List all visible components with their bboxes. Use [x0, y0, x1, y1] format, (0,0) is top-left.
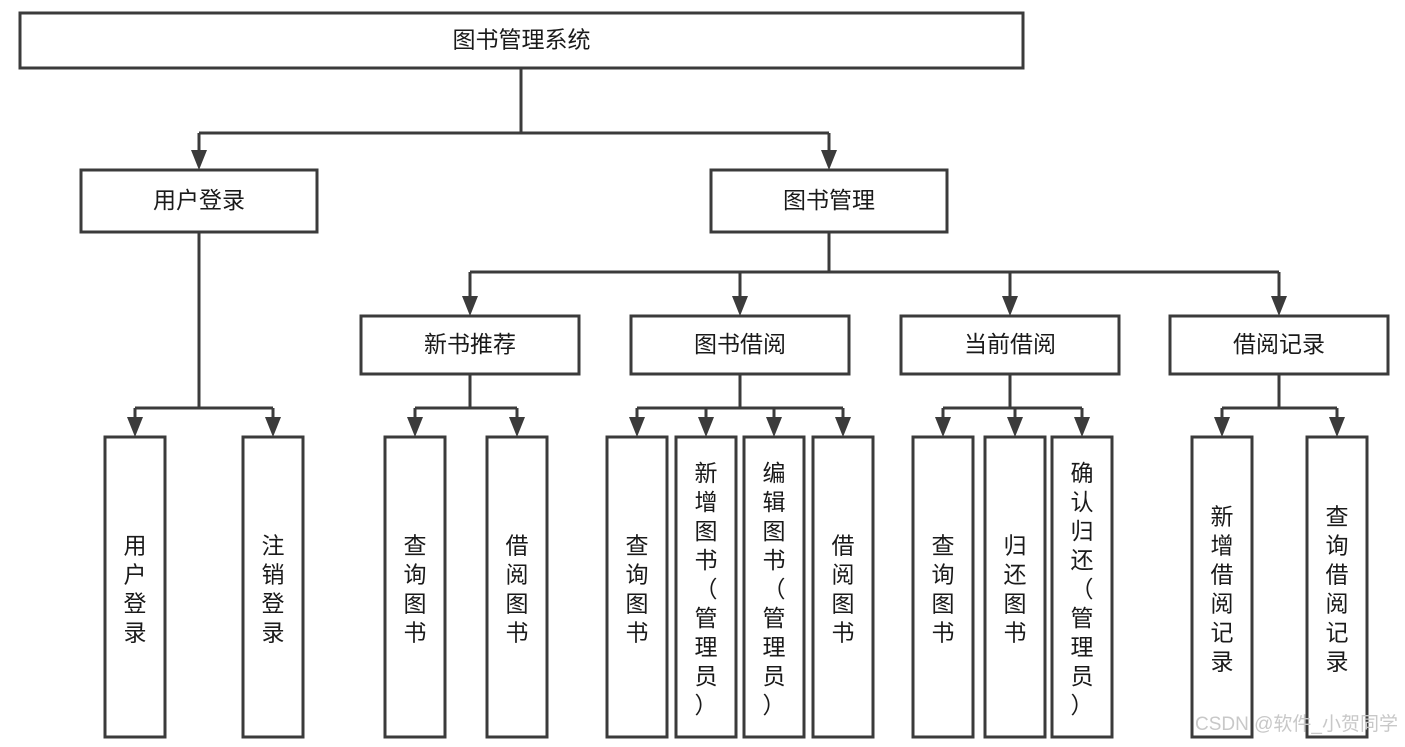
- leaf-node-leaf-confirm-return-admin[interactable]: 确认归还（管理员）: [1050, 435, 1114, 739]
- leaf-node-leaf-borrow-book-recommend[interactable]: 借阅图书: [485, 435, 549, 739]
- node-label: 归还图书: [1004, 533, 1027, 646]
- node-box[interactable]: [911, 435, 975, 739]
- node-box[interactable]: [1050, 435, 1114, 739]
- connector-conn-book-management: [462, 232, 1287, 316]
- node-label: 新书推荐: [424, 331, 516, 357]
- node-label: 查询借阅记录: [1326, 504, 1349, 675]
- arrow-head-icon: [265, 417, 281, 437]
- node-label: 注销登录: [262, 533, 285, 646]
- node-label: 新增图书（管理员）: [695, 460, 718, 718]
- level3-node-book-borrow[interactable]: 图书借阅: [629, 314, 851, 376]
- node-box[interactable]: [1190, 435, 1254, 739]
- leaf-node-leaf-add-borrow-record[interactable]: 新增借阅记录: [1190, 435, 1254, 739]
- nodes-layer: 图书管理系统用户登录图书管理新书推荐图书借阅当前借阅借阅记录用户登录注销登录查询…: [18, 11, 1390, 739]
- node-box[interactable]: [811, 435, 875, 739]
- leaf-node-leaf-query-book-borrow[interactable]: 查询图书: [605, 435, 669, 739]
- node-box[interactable]: [709, 168, 949, 234]
- node-label: 确认归还（管理员）: [1071, 460, 1094, 718]
- root-node-root[interactable]: 图书管理系统: [18, 11, 1025, 70]
- connector-conn-root: [191, 68, 837, 170]
- node-label: 查询图书: [626, 533, 649, 646]
- node-label: 用户登录: [124, 533, 147, 646]
- node-box[interactable]: [79, 168, 319, 234]
- leaf-node-leaf-query-book-recommend[interactable]: 查询图书: [383, 435, 447, 739]
- node-box[interactable]: [629, 314, 851, 376]
- arrow-head-icon: [1074, 417, 1090, 437]
- leaf-node-leaf-user-logout[interactable]: 注销登录: [241, 435, 305, 739]
- node-box[interactable]: [983, 435, 1047, 739]
- arrow-head-icon: [835, 417, 851, 437]
- node-label: 编辑图书（管理员）: [763, 460, 786, 718]
- leaf-node-leaf-query-book-current[interactable]: 查询图书: [911, 435, 975, 739]
- connectors-layer: [127, 68, 1345, 437]
- level2-node-user-login[interactable]: 用户登录: [79, 168, 319, 234]
- arrow-head-icon: [935, 417, 951, 437]
- node-box[interactable]: [383, 435, 447, 739]
- csdn-watermark: CSDN @软件_小贺同学: [1195, 713, 1398, 735]
- arrow-head-icon: [629, 417, 645, 437]
- connector-conn-new-book-recommend: [407, 374, 525, 437]
- node-label: 新增借阅记录: [1211, 504, 1234, 675]
- arrow-head-icon: [407, 417, 423, 437]
- arrow-head-icon: [698, 417, 714, 437]
- node-label: 借阅图书: [506, 533, 529, 646]
- node-label: 查询图书: [404, 533, 427, 646]
- node-label: 图书借阅: [694, 331, 786, 357]
- arrow-head-icon: [127, 417, 143, 437]
- arrow-head-icon: [1002, 296, 1018, 316]
- level3-node-borrow-record[interactable]: 借阅记录: [1168, 314, 1390, 376]
- leaf-node-leaf-borrow-book[interactable]: 借阅图书: [811, 435, 875, 739]
- node-box[interactable]: [103, 435, 167, 739]
- node-box[interactable]: [1168, 314, 1390, 376]
- arrow-head-icon: [1271, 296, 1287, 316]
- node-box[interactable]: [674, 435, 738, 739]
- node-box[interactable]: [742, 435, 806, 739]
- connector-conn-book-borrow: [629, 374, 851, 437]
- node-box[interactable]: [241, 435, 305, 739]
- leaf-node-leaf-add-book-admin[interactable]: 新增图书（管理员）: [674, 435, 738, 739]
- leaf-node-leaf-user-login[interactable]: 用户登录: [103, 435, 167, 739]
- arrow-head-icon: [1214, 417, 1230, 437]
- arrow-head-icon: [509, 417, 525, 437]
- node-box[interactable]: [18, 11, 1025, 70]
- node-box[interactable]: [485, 435, 549, 739]
- node-box[interactable]: [359, 314, 581, 376]
- level2-node-book-management[interactable]: 图书管理: [709, 168, 949, 234]
- level3-node-new-book-recommend[interactable]: 新书推荐: [359, 314, 581, 376]
- level3-node-current-borrow[interactable]: 当前借阅: [899, 314, 1121, 376]
- node-box[interactable]: [605, 435, 669, 739]
- connector-conn-borrow-record: [1214, 374, 1345, 437]
- node-box[interactable]: [899, 314, 1121, 376]
- arrow-head-icon: [191, 150, 207, 170]
- connector-conn-user-login: [127, 232, 281, 437]
- leaf-node-leaf-return-book[interactable]: 归还图书: [983, 435, 1047, 739]
- arrow-head-icon: [732, 296, 748, 316]
- node-label: 借阅记录: [1233, 331, 1325, 357]
- arrow-head-icon: [1329, 417, 1345, 437]
- node-label: 查询图书: [932, 533, 955, 646]
- arrow-head-icon: [462, 296, 478, 316]
- connector-conn-current-borrow: [935, 374, 1090, 437]
- node-label: 图书管理: [783, 187, 875, 213]
- leaf-node-leaf-edit-book-admin[interactable]: 编辑图书（管理员）: [742, 435, 806, 739]
- leaf-node-leaf-query-borrow-record[interactable]: 查询借阅记录: [1305, 435, 1369, 739]
- arrow-head-icon: [766, 417, 782, 437]
- node-box[interactable]: [1305, 435, 1369, 739]
- node-label: 图书管理系统: [453, 27, 591, 53]
- node-label: 当前借阅: [964, 331, 1056, 357]
- arrow-head-icon: [821, 150, 837, 170]
- node-label: 借阅图书: [832, 533, 855, 646]
- arrow-head-icon: [1007, 417, 1023, 437]
- node-label: 用户登录: [153, 187, 245, 213]
